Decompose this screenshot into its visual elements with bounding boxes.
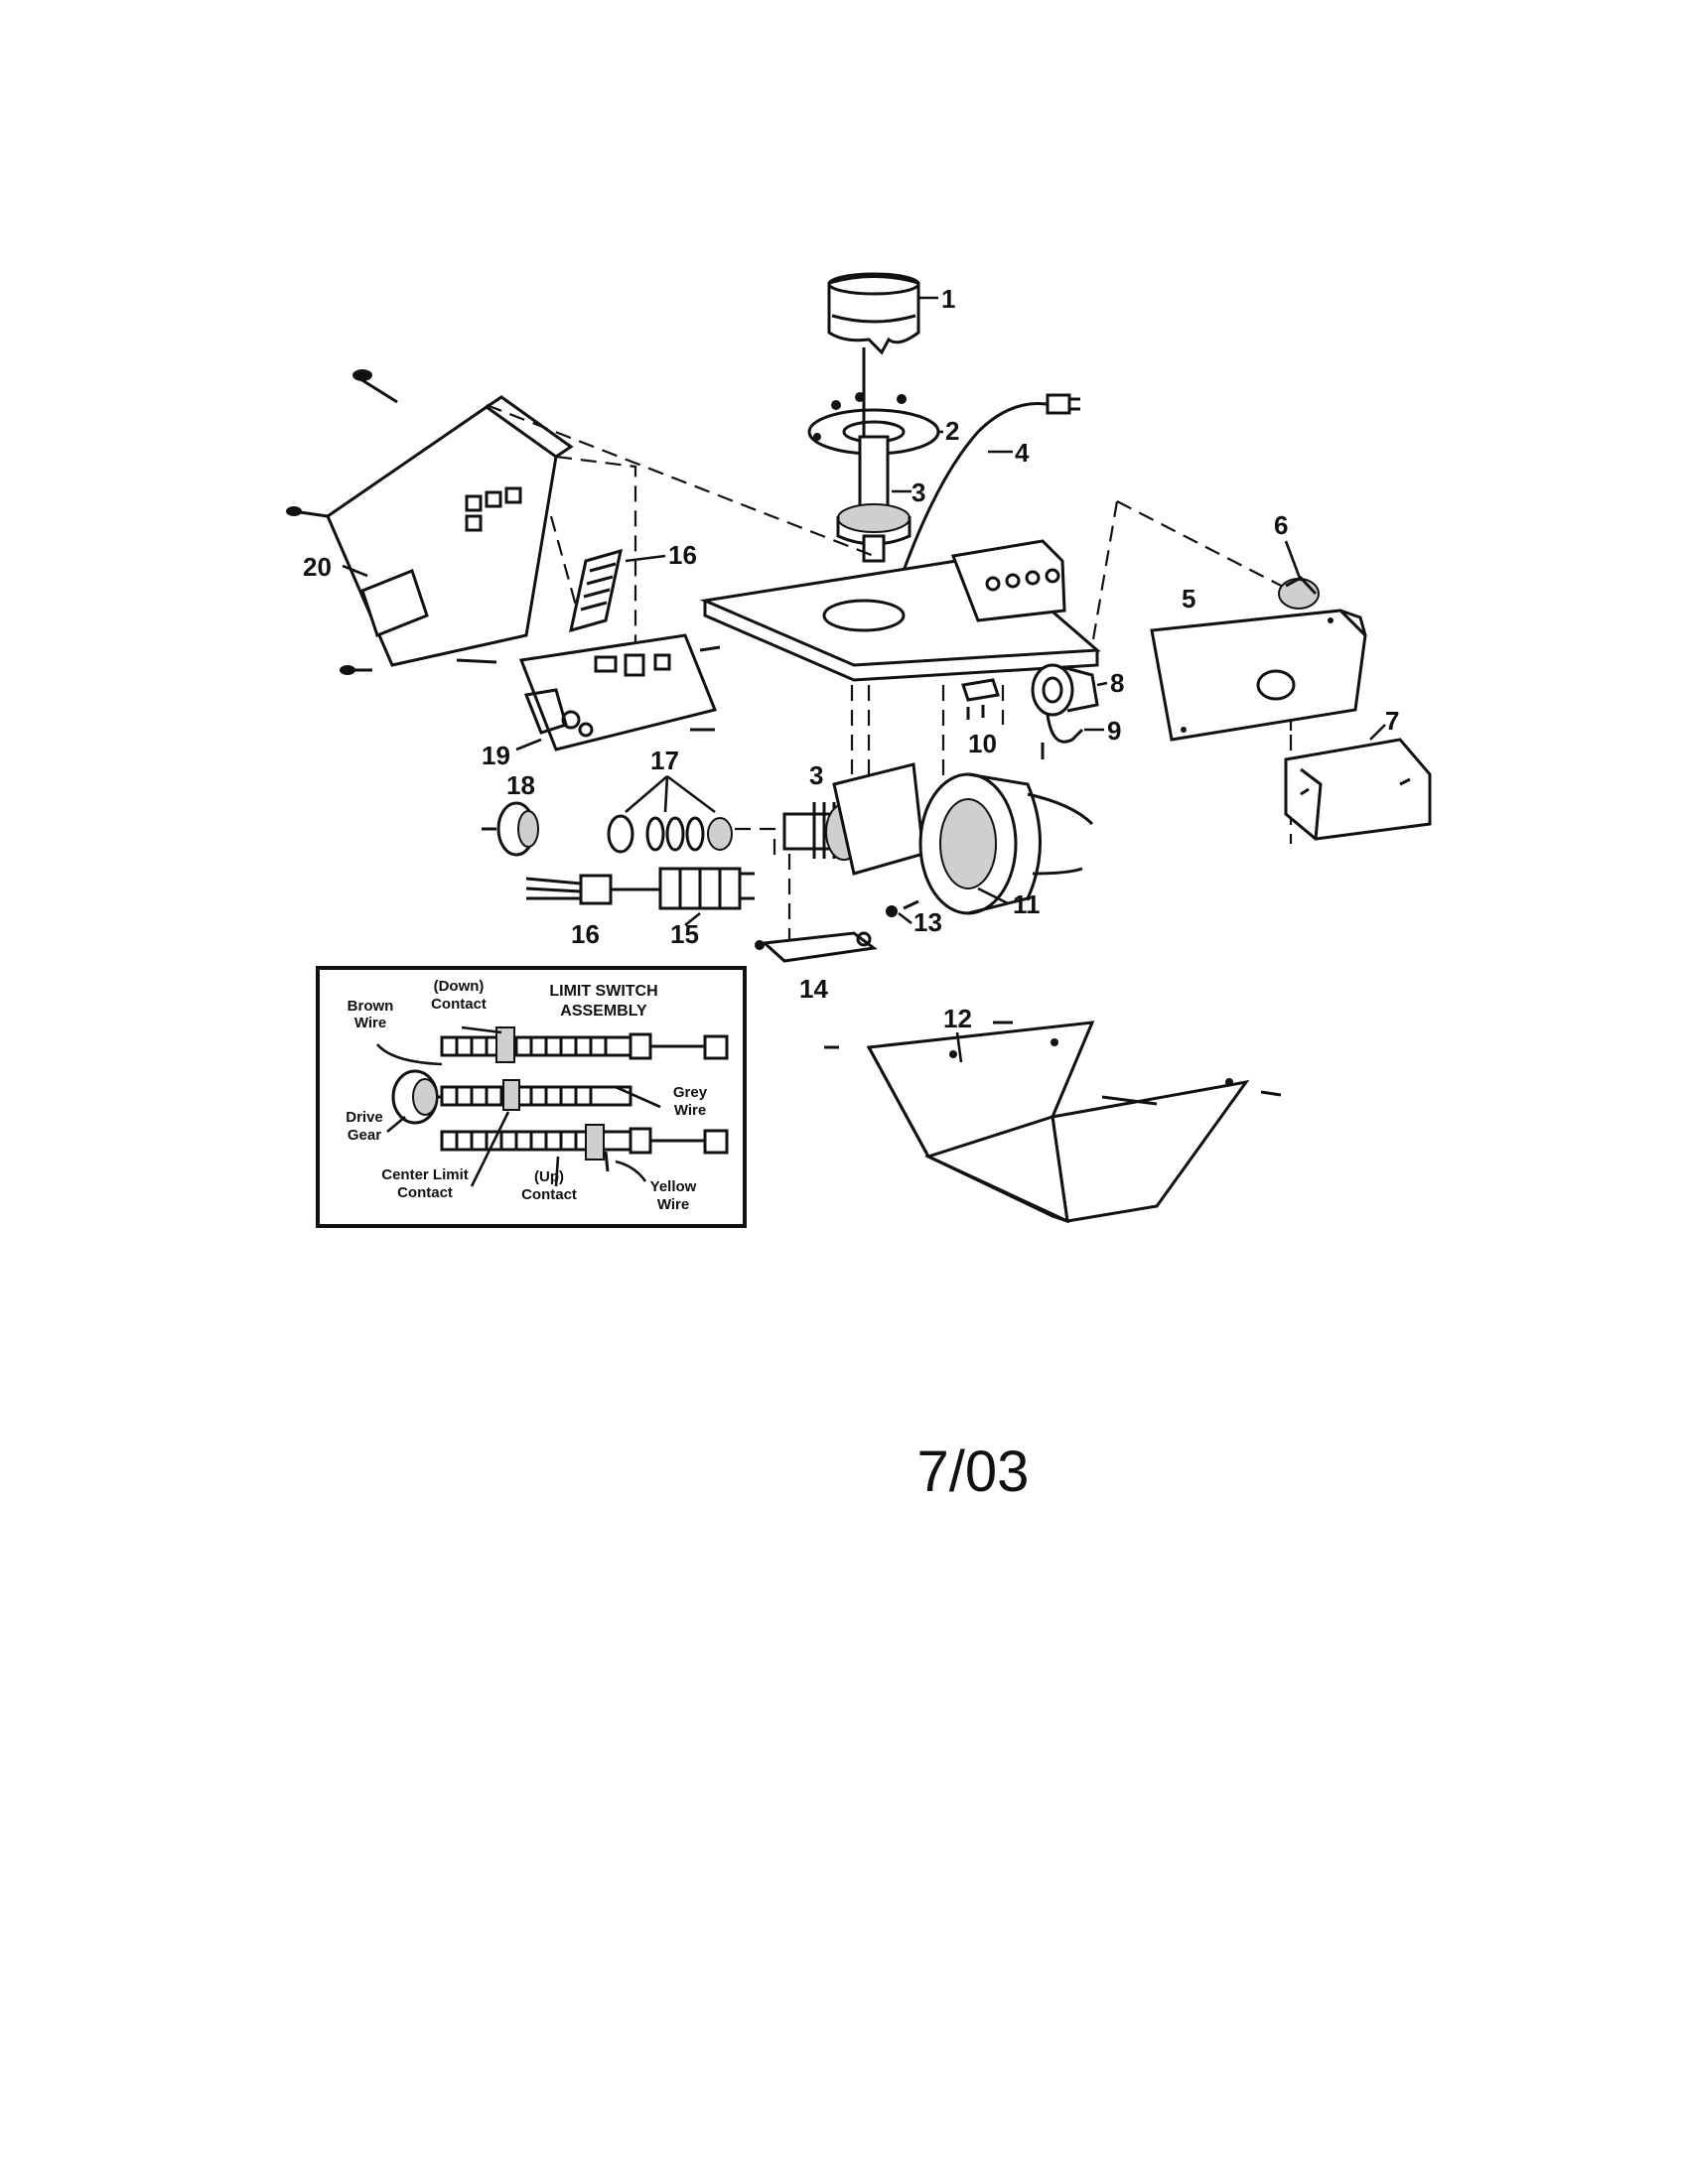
callout-7: 7: [1385, 706, 1399, 736]
part-8-light-bulb: [1031, 663, 1099, 717]
part-4-power-cord: [902, 393, 1080, 572]
label-down-contact-2: Contact: [431, 996, 487, 1013]
label-down-contact-1: (Down): [434, 978, 485, 995]
part-18-knob: [482, 801, 539, 857]
label-up-contact-1: (Up): [534, 1168, 564, 1185]
part-20-rear-panel: [286, 369, 574, 675]
callout-4: 4: [1015, 438, 1030, 468]
label-drive-gear-2: Gear: [348, 1127, 381, 1144]
part-7-lens-cover: [1284, 738, 1432, 841]
label-up-contact-2: Contact: [521, 1186, 577, 1203]
chassis-frame: [699, 539, 1101, 682]
label-yellow-wire-1: Yellow: [650, 1178, 697, 1195]
part-16-connector-top: [569, 548, 623, 633]
inset-title-line2: ASSEMBLY: [560, 1003, 647, 1020]
callout-20: 20: [303, 552, 332, 582]
part-11-motor: [832, 762, 1094, 915]
part-14-bracket: [755, 931, 878, 963]
part-12-bottom-tray: [824, 1021, 1282, 1224]
callout-18: 18: [506, 770, 535, 800]
callout-3-top: 3: [912, 478, 925, 507]
part-16-wire-harness: [525, 874, 660, 905]
label-grey-wire-2: Wire: [674, 1102, 706, 1119]
label-center-limit-2: Contact: [397, 1184, 453, 1201]
label-center-limit-1: Center Limit: [381, 1166, 469, 1183]
callout-14: 14: [799, 974, 828, 1004]
label-brown-wire-2: Wire: [354, 1015, 386, 1031]
callout-8: 8: [1110, 668, 1124, 698]
part-5-end-panel: [1150, 609, 1367, 742]
callout-17: 17: [650, 746, 679, 775]
callout-2: 2: [945, 416, 959, 446]
part-17-washers: [607, 814, 733, 854]
callout-13: 13: [913, 907, 942, 937]
part-9-bulb-clip: [1041, 714, 1084, 759]
label-brown-wire-1: Brown: [348, 998, 394, 1015]
callout-19: 19: [482, 741, 510, 770]
inset-title-line1: LIMIT SWITCH: [549, 983, 657, 1000]
part-10-socket: [961, 678, 1000, 720]
label-yellow-wire-2: Wire: [657, 1196, 689, 1213]
callout-16-bottom: 16: [571, 919, 600, 949]
callout-11: 11: [1013, 889, 1041, 919]
limit-switch-inset: LIMIT SWITCH ASSEMBLY Brown: [316, 966, 747, 1228]
callout-16-top: 16: [668, 540, 697, 570]
callout-5: 5: [1182, 584, 1195, 614]
part-13-screws: [886, 899, 919, 917]
callout-6: 6: [1274, 510, 1288, 540]
callout-12: 12: [943, 1004, 972, 1033]
date-code: 7/03: [917, 1439, 1030, 1504]
callout-10: 10: [968, 729, 997, 758]
part-1-lens: [827, 272, 920, 355]
label-grey-wire-1: Grey: [673, 1084, 708, 1101]
part-6-knob: [1278, 576, 1320, 610]
part-15-limit-switch: [658, 867, 755, 910]
callout-1: 1: [941, 284, 955, 314]
callout-9: 9: [1107, 716, 1121, 746]
callout-3-mid: 3: [809, 760, 823, 790]
part-19-logic-board: [456, 633, 721, 751]
callout-15: 15: [670, 919, 699, 949]
part-3-shaft-gear-top: [836, 347, 912, 563]
label-drive-gear-1: Drive: [346, 1109, 383, 1126]
